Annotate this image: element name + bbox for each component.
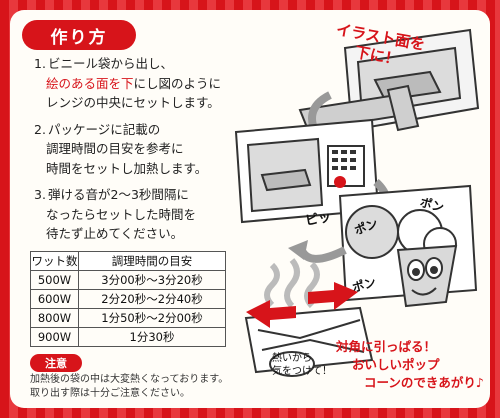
steam-icon: [264, 258, 320, 309]
step-line: ビニール袋から出し、: [48, 56, 174, 71]
table-cell: 3分00秒～3分20秒: [78, 270, 226, 290]
step-3: 3.弾ける音が2～3秒間隔に なったらセットした時間を 待たず止めてください。: [34, 185, 249, 244]
caution-badge: 注意: [30, 354, 82, 372]
pull-arrow-icon: [246, 282, 358, 328]
caution-line: 取り出す際は十分ご注意ください。: [30, 387, 190, 399]
step-line: 絵のある面を下にし図のように: [34, 74, 249, 94]
step-2: 2.パッケージに記載の 調理時間の目安を参考に 時間をセットし加熱します。: [34, 120, 249, 179]
steps-list: 1.ビニール袋から出し、 絵のある面を下にし図のように レンジの中央にセットしま…: [34, 54, 249, 251]
step-line: なったらセットした時間を: [46, 206, 197, 222]
title-badge: 作り方: [22, 20, 136, 50]
step-line: 待たず止めてください。: [46, 226, 184, 241]
popcorn-character-icon: [396, 209, 458, 308]
table-cell: 2分20秒～2分40秒: [78, 289, 226, 309]
table-cell: 1分30秒: [78, 327, 226, 347]
table-cell: 900W: [30, 327, 79, 347]
caution-line: 加熱後の袋の中は大変熱くなっております。: [30, 374, 229, 385]
step-line: 時間をセットし加熱します。: [46, 160, 208, 176]
table-cell: 800W: [30, 308, 79, 328]
arrow-head-icon: [288, 240, 308, 260]
step-number: 3.: [34, 187, 46, 202]
caption-line: おいしいポップ: [352, 357, 440, 372]
hot-warning-caption: 熱いから 気をつけて！: [272, 352, 332, 378]
table-header: 調理時間の目安: [78, 251, 226, 271]
table-row: 900W 1分30秒: [30, 327, 226, 347]
table-cell: 1分50秒～2分00秒: [78, 308, 226, 328]
highlight-text: 絵のある面を下: [46, 75, 134, 91]
cooking-time-table: ワット数 調理時間の目安 500W 3分00秒～3分20秒 600W 2分20秒…: [30, 251, 226, 347]
finish-caption: 対角に引っぱる！ おいしいポップ コーンのできあがり♪: [336, 338, 484, 392]
step-line: 調理時間の目安を参考に: [46, 141, 184, 156]
caption-line: コーンのできあがり♪: [364, 375, 484, 390]
microwave-icon: [298, 28, 480, 132]
step-1: 1.ビニール袋から出し、 絵のある面を下にし図のように レンジの中央にセットしま…: [34, 54, 249, 113]
step-number: 2.: [34, 121, 46, 137]
caption-line: 気をつけて！: [272, 366, 332, 377]
caption-line: 熱いから: [272, 353, 312, 364]
caption-line: 対角に引っぱる！: [336, 339, 437, 354]
table-row: 600W 2分20秒～2分40秒: [30, 289, 226, 309]
arrow-icon: [296, 243, 347, 263]
step-number: 1.: [34, 56, 46, 71]
hand-icon: [269, 351, 315, 377]
table-header: ワット数: [30, 251, 79, 271]
step-line: レンジの中央にセットします。: [46, 95, 220, 110]
table-row: 800W 1分50秒～2分00秒: [30, 308, 226, 328]
table-header-row: ワット数 調理時間の目安: [30, 251, 226, 271]
step-line: パッケージに記載の: [48, 121, 161, 137]
caution-text: 加熱後の袋の中は大変熱くなっております。 取り出す際は十分ご注意ください。: [30, 373, 228, 400]
step-line-rest: にし図のように: [133, 75, 222, 91]
step-line: 弾ける音が2～3秒間隔に: [48, 187, 189, 202]
